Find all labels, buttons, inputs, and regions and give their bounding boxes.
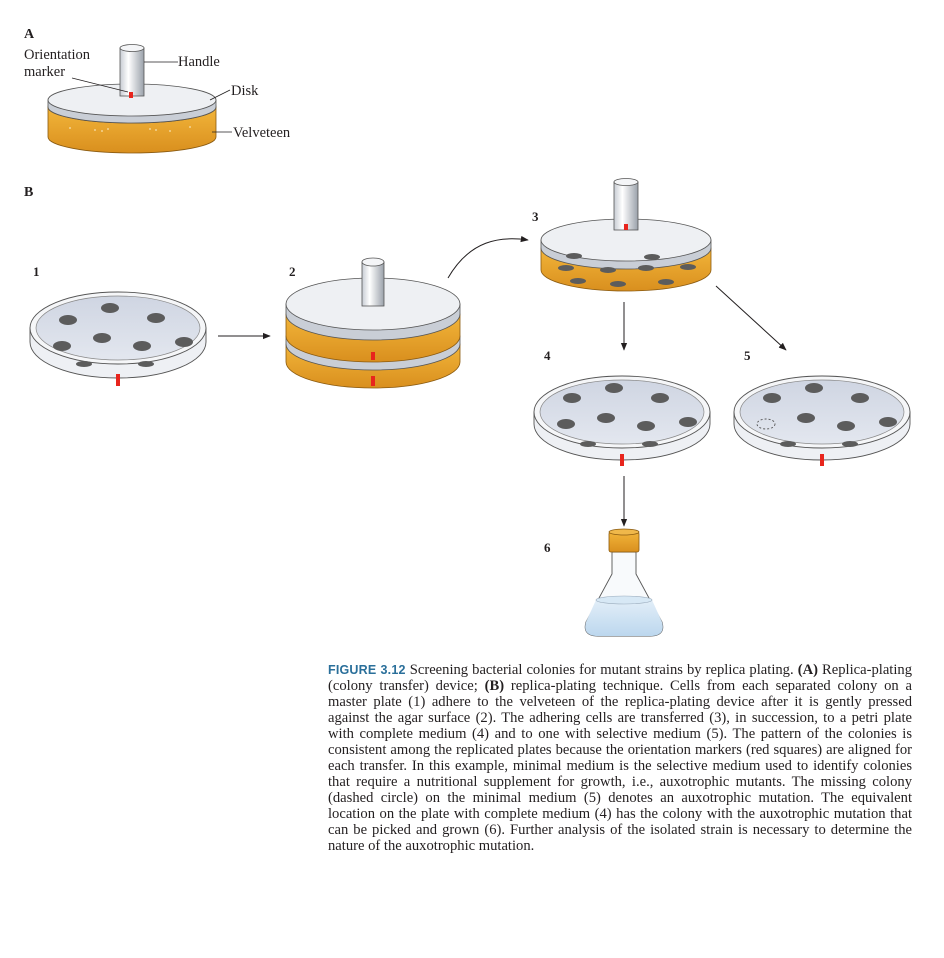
replica-plating-device: [47, 44, 217, 154]
step-5-label: 5: [744, 348, 751, 363]
colony: [566, 253, 582, 259]
caption-part-a-tag: (A): [797, 662, 818, 678]
disk-label: Disk: [231, 83, 259, 99]
colony: [59, 315, 77, 325]
colony: [658, 279, 674, 285]
panel-b-label: B: [24, 185, 33, 200]
step-2-pressing: 2: [285, 257, 461, 389]
panel-b: B 1 2: [24, 178, 911, 637]
colony: [93, 333, 111, 343]
colony: [780, 441, 796, 447]
panel-a-label: A: [24, 27, 35, 42]
arrow-2-to-3: [447, 235, 529, 279]
colony: [679, 417, 697, 427]
replica-plating-diagram: A Orientation: [24, 27, 911, 637]
colonies: [763, 383, 897, 447]
colony: [133, 341, 151, 351]
colony: [175, 337, 193, 347]
colony: [851, 393, 869, 403]
colony: [610, 281, 626, 287]
colony: [570, 278, 586, 284]
step-4-complete-medium-plate: 4: [533, 348, 711, 466]
agar-surface: [35, 295, 201, 361]
orientation-marker: [624, 224, 628, 230]
step-4-label: 4: [544, 348, 551, 363]
arrow-3-to-5: [715, 285, 787, 351]
colony: [805, 383, 823, 393]
colony: [638, 265, 654, 271]
handle: [613, 181, 639, 231]
caption-body: replica-plating technique. Cells from ea…: [328, 678, 912, 854]
caption-title: Screening bacterial colonies for mutant …: [409, 662, 794, 678]
liquid-medium: [585, 600, 663, 636]
colony: [558, 265, 574, 271]
colony: [563, 393, 581, 403]
colony: [644, 254, 660, 260]
velveteen-label: Velveteen: [233, 125, 291, 141]
orientation-marker: [116, 374, 120, 386]
colony: [651, 393, 669, 403]
handle: [119, 47, 145, 97]
orientation-marker: [371, 376, 375, 386]
colony: [680, 264, 696, 270]
transferred-colonies: [558, 253, 696, 287]
colony: [879, 417, 897, 427]
colony: [600, 267, 616, 273]
colony: [147, 313, 165, 323]
step-2-label: 2: [289, 264, 296, 279]
colony: [580, 441, 596, 447]
colony: [557, 419, 575, 429]
colony: [138, 361, 154, 367]
colony: [837, 421, 855, 431]
colonies: [53, 303, 193, 367]
missing-colony-dashed-circle: [756, 418, 776, 430]
colony: [642, 441, 658, 447]
step-6-culture-flask: 6: [544, 528, 664, 637]
step-3-label: 3: [532, 209, 539, 224]
handle: [361, 261, 385, 307]
handle-label: Handle: [178, 54, 220, 70]
colony: [763, 393, 781, 403]
colony: [842, 441, 858, 447]
orientation-marker-label-line1: Orientation: [24, 47, 91, 63]
colony: [597, 413, 615, 423]
orientation-marker: [371, 352, 375, 360]
orientation-marker: [820, 454, 824, 466]
orientation-marker-label-line2: marker: [24, 64, 65, 80]
figure-label: FIGURE 3.12: [328, 663, 406, 677]
step-1-master-plate: 1: [29, 264, 207, 386]
orientation-marker-callout-line: [71, 77, 129, 93]
disk-callout-line: [209, 89, 231, 101]
colony: [637, 421, 655, 431]
step-3-transfer-device: 3: [532, 178, 712, 292]
figure-caption: FIGURE 3.12 Screening bacterial colonies…: [328, 662, 912, 854]
colony: [797, 413, 815, 423]
panel-a: A Orientation: [24, 27, 291, 154]
step-1-label: 1: [33, 264, 40, 279]
orientation-marker: [620, 454, 624, 466]
colony: [53, 341, 71, 351]
colony: [101, 303, 119, 313]
colony: [605, 383, 623, 393]
orientation-marker: [129, 92, 133, 98]
caption-part-a-text: Replica-plating (colony transfer) device…: [328, 662, 913, 694]
step-6-label: 6: [544, 540, 551, 555]
step-5-selective-medium-plate: 5: [733, 348, 911, 466]
caption-part-b-tag: (B): [484, 678, 505, 694]
colony: [76, 361, 92, 367]
colonies: [557, 383, 697, 447]
